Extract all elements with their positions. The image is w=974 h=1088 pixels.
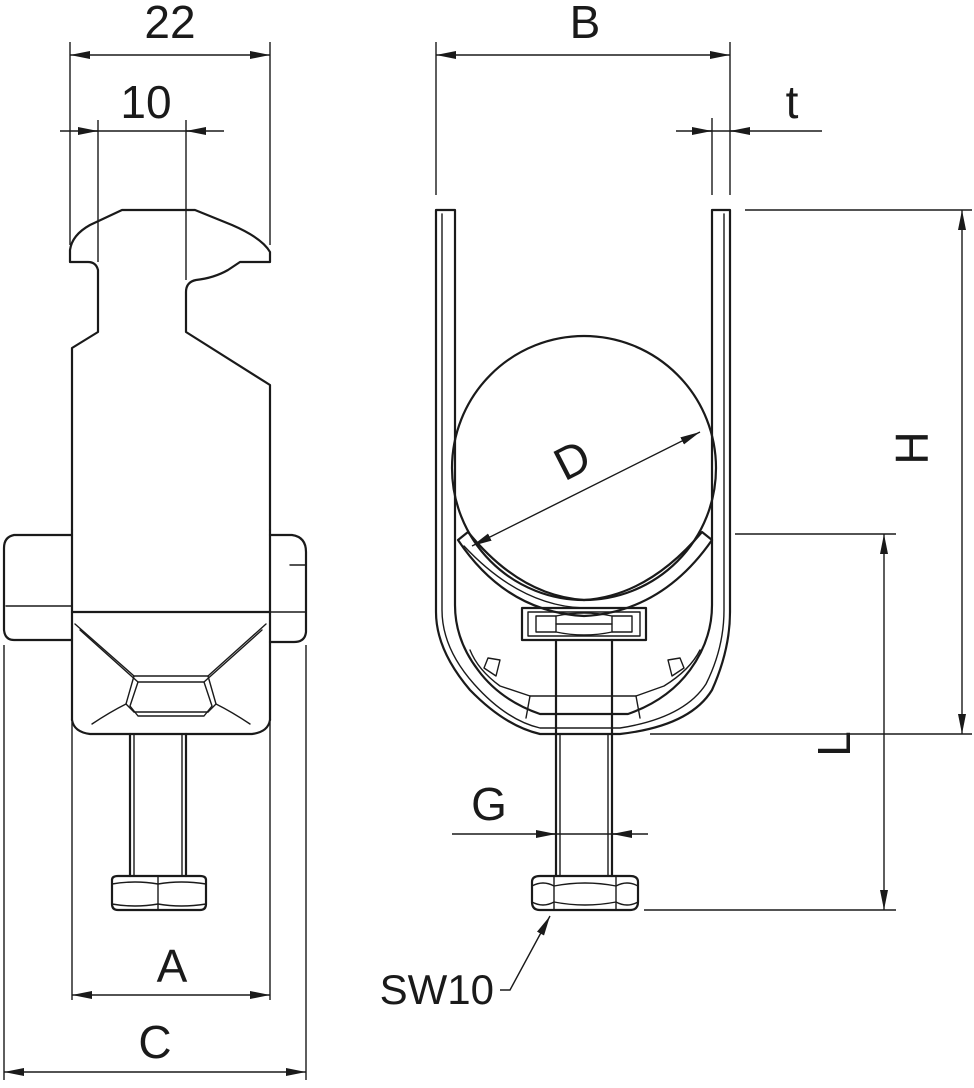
dim-a-label: A	[157, 940, 188, 992]
cable-saddle	[456, 530, 714, 618]
sw10-label: SW10	[380, 966, 494, 1013]
dim-d-label: D	[545, 429, 598, 490]
front-bolt-shank	[554, 638, 614, 878]
side-view	[2, 208, 308, 912]
dim-b-label: B	[570, 0, 601, 48]
side-base-bottom	[70, 718, 272, 736]
dim-c-label: C	[138, 1016, 171, 1068]
u-strap-outer	[434, 208, 732, 736]
dim-g-label: G	[471, 778, 507, 830]
side-left-lug	[2, 533, 74, 642]
clamp-block	[520, 606, 648, 642]
side-body-outline	[68, 208, 272, 532]
side-bolt-shank	[128, 732, 188, 878]
dim-h-label: H	[886, 431, 938, 464]
dim-22-label: 22	[144, 0, 195, 48]
side-right-lug	[268, 533, 308, 644]
front-view	[434, 208, 732, 912]
dim-d-line	[471, 431, 701, 547]
dim-10-label: 10	[120, 76, 171, 128]
side-dimensions: 22 10 A C	[3, 0, 307, 1080]
side-nut	[110, 874, 208, 912]
dim-t-label: t	[786, 76, 799, 128]
dim-l-label: L	[808, 731, 860, 757]
sw10-leader	[500, 915, 551, 991]
front-dimensions: B t D H L G SW10	[380, 0, 972, 1013]
